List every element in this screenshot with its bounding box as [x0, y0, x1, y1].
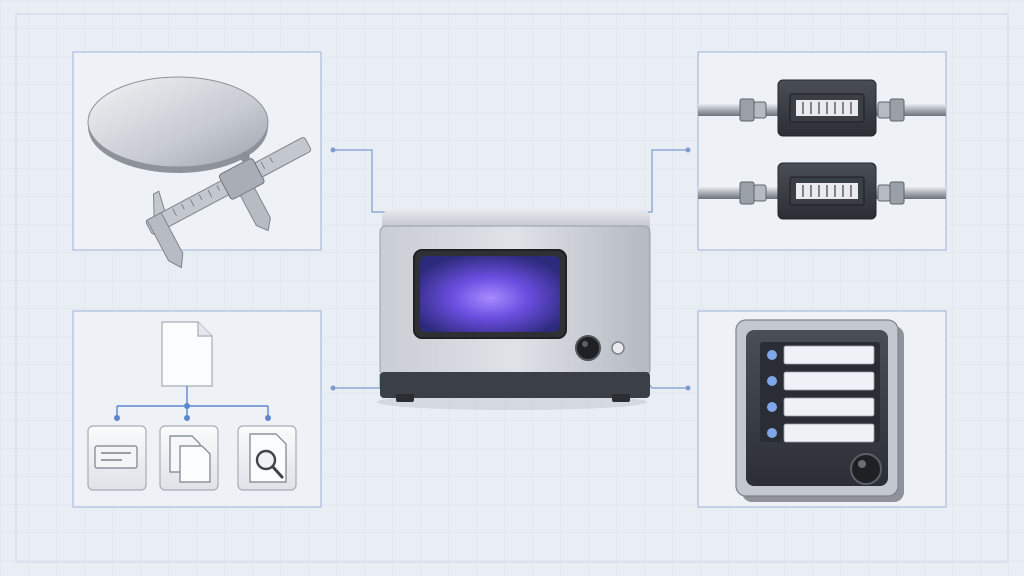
knob-icon	[575, 335, 601, 361]
list-menu-icon	[760, 342, 880, 443]
copy-icon	[159, 425, 219, 491]
search-document-icon	[237, 425, 297, 491]
document-icon	[161, 321, 213, 387]
indicator-light-icon	[611, 341, 625, 355]
vernier-caliper-icon	[145, 137, 312, 269]
connector-top-left	[333, 149, 386, 213]
gas-flow-panel	[698, 79, 946, 220]
connector-dots	[330, 147, 691, 391]
flow-meter-icon	[698, 79, 946, 137]
control-panel-card	[735, 319, 904, 502]
knob-icon	[850, 453, 882, 485]
sample-measurement-panel	[87, 76, 312, 269]
text-note-icon	[87, 425, 147, 491]
document-hierarchy-panel	[87, 321, 297, 491]
flow-meter-icon	[698, 162, 946, 220]
outer-frame	[15, 13, 1009, 563]
plasma-chamber-device	[377, 210, 651, 410]
display-screen	[420, 256, 560, 332]
wafer-disc-icon	[87, 76, 269, 173]
